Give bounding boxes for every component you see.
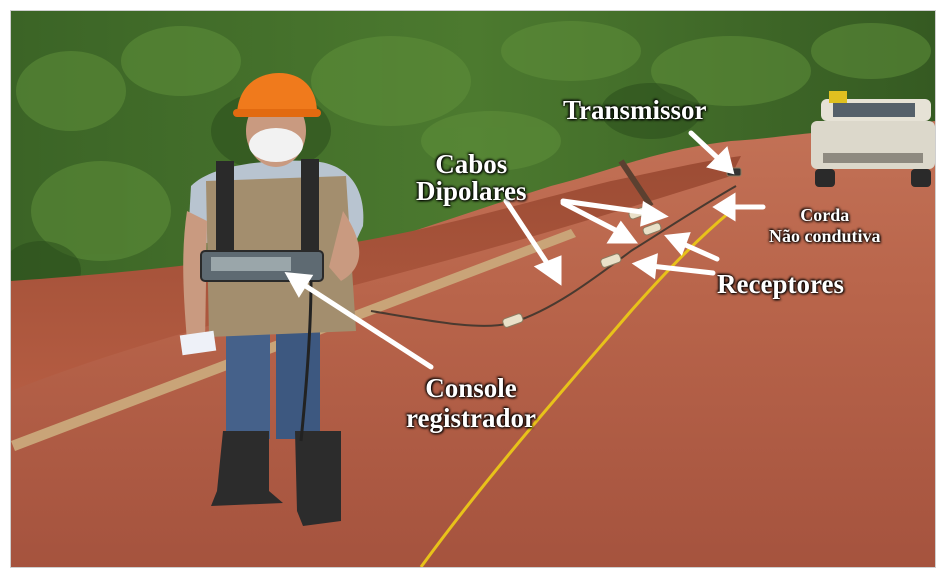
pickup-truck: [811, 91, 935, 187]
label-console-registrador: Console registrador: [406, 373, 536, 433]
label-corda-line2: Não condutiva: [769, 225, 881, 246]
label-corda-line1: Corda: [800, 205, 850, 225]
nonconductive-rope: [419, 209, 732, 567]
label-cabos-dipolares: Cabos Dipolares: [416, 151, 527, 205]
label-transmissor: Transmissor: [563, 97, 707, 124]
annotation-arrows: [284, 130, 766, 370]
person: [179, 73, 364, 526]
field-survey-photo: Transmissor Cabos Dipolares Corda Não co…: [10, 10, 936, 568]
dipole-cable: [370, 185, 737, 327]
label-receptores-text: Receptores: [717, 269, 844, 299]
label-cabos-line2: Dipolares: [416, 176, 527, 206]
label-receptores: Receptores: [717, 271, 844, 298]
label-cabos-line1: Cabos: [435, 149, 508, 179]
foliage-texture: [16, 21, 931, 261]
receptor-electrodes: [502, 167, 742, 328]
label-console-line2: registrador: [406, 403, 536, 434]
label-transmissor-text: Transmissor: [563, 95, 707, 125]
label-console-line1: Console: [425, 373, 517, 403]
stake: [618, 159, 654, 208]
soil-bank: [11, 156, 741, 391]
label-corda: Corda Não condutiva: [769, 205, 881, 246]
